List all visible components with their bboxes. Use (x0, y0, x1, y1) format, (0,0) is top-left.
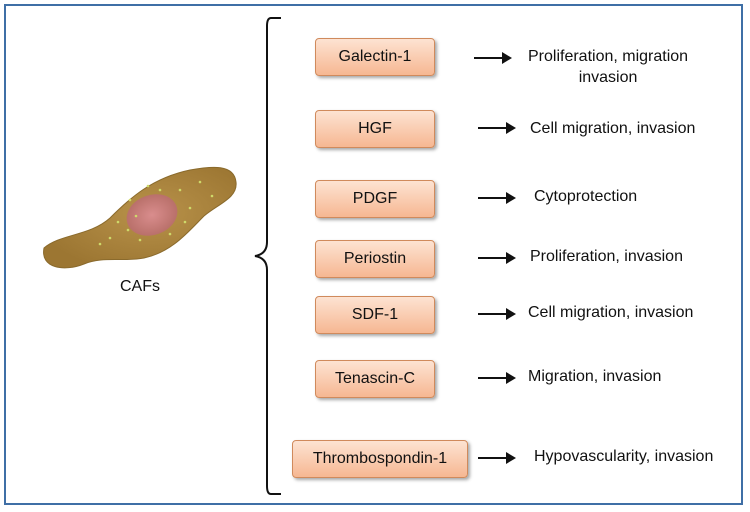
factor-box: Tenascin-C (315, 360, 435, 398)
arrow-right-icon (478, 192, 516, 204)
factor-effect: Proliferation, invasion (530, 246, 683, 267)
effect-line: Proliferation, migration (528, 48, 689, 65)
arrow-right-icon (478, 372, 516, 384)
cell-nucleus (126, 194, 178, 236)
factor-effect: Hypovascularity, invasion (534, 446, 713, 467)
effect-line: Migration, invasion (528, 368, 662, 385)
arrow-right-icon (478, 122, 516, 134)
factor-box: PDGF (315, 180, 435, 218)
factor-box: Periostin (315, 240, 435, 278)
effect-line: Cell migration, invasion (528, 304, 694, 321)
curly-brace (254, 17, 281, 495)
caf-cell-illustration (43, 166, 237, 269)
factor-box: Thrombospondin-1 (292, 440, 468, 478)
factor-effect: Proliferation, migration invasion (528, 46, 688, 88)
arrow-right-icon (478, 252, 516, 264)
factor-effect: Cytoprotection (534, 186, 637, 207)
factor-box: Galectin-1 (315, 38, 435, 76)
effect-line: Cytoprotection (534, 188, 638, 205)
effect-line: Proliferation, invasion (530, 248, 683, 265)
arrow-right-icon (478, 452, 516, 464)
cell-granules (98, 180, 214, 246)
factor-box: HGF (315, 110, 435, 148)
effect-line: Cell migration, invasion (530, 120, 696, 137)
cell-label: CAFs (120, 278, 160, 295)
effect-line: Hypovascularity, invasion (534, 448, 714, 465)
factor-effect: Migration, invasion (528, 366, 661, 387)
arrow-right-icon (474, 52, 512, 64)
factor-effect: Cell migration, invasion (530, 118, 695, 139)
arrow-right-icon (478, 308, 516, 320)
factor-box: SDF-1 (315, 296, 435, 334)
effect-line: invasion (578, 69, 638, 86)
factor-effect: Cell migration, invasion (528, 302, 693, 323)
